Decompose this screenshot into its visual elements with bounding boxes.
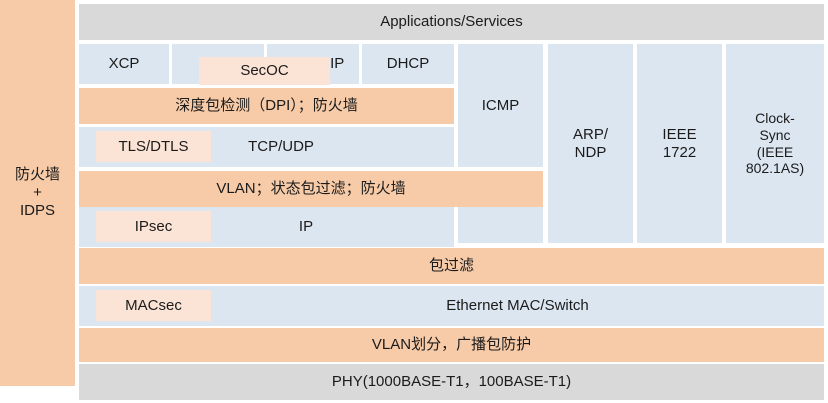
security-band-vlan-stateful-firewall: VLAN；状态包过滤；防火墙 xyxy=(79,171,543,207)
applications-services-bar: Applications/Services xyxy=(79,4,824,40)
protocol-label-tcp-udp: TCP/UDP xyxy=(248,137,314,155)
protocol-label-ip: IP xyxy=(298,217,314,235)
security-chip-tls-dtls: TLS/DTLS xyxy=(96,131,211,162)
protocol-box-xcp: XCP xyxy=(79,44,169,84)
protocol-column-clock-sync: Clock- Sync (IEEE 802.1AS) xyxy=(726,44,824,243)
protocol-box-dhcp: DHCP xyxy=(362,44,454,84)
security-rail-firewall-idps: 防火墙 + IDPS xyxy=(0,0,75,386)
security-band-vlan-division: VLAN划分，广播包防护 xyxy=(79,328,824,362)
protocol-column-arp-ndp: ARP/ NDP xyxy=(548,44,633,243)
security-band-dpi-firewall: 深度包检测（DPI）；防火墙 xyxy=(79,88,454,124)
security-chip-macsec: MACsec xyxy=(96,290,211,321)
protocol-column-icmp-lower-segment xyxy=(458,203,543,243)
protocol-column-ieee-1722: IEEE 1722 xyxy=(637,44,722,243)
security-chip-secoc: SecOC xyxy=(199,57,330,85)
protocol-label-ethernet-mac-switch: Ethernet MAC/Switch xyxy=(446,296,589,314)
security-chip-ipsec: IPsec xyxy=(96,211,211,242)
security-band-packet-filter: 包过滤 xyxy=(79,248,824,284)
protocol-column-icmp: ICMP xyxy=(458,44,543,167)
phy-layer-row: PHY(1000BASE-T1，100BASE-T1) xyxy=(79,364,824,400)
